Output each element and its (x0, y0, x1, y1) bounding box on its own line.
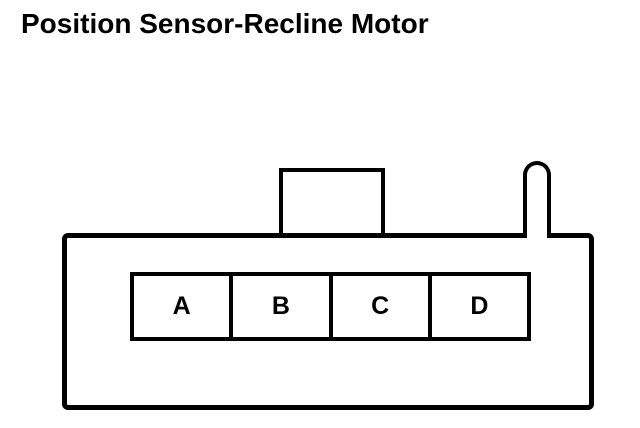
pin-cell-c: C (333, 276, 432, 337)
pin-label-d: D (470, 292, 489, 320)
diagram-title: Position Sensor-Recline Motor (21, 8, 429, 39)
pin-label-b: B (271, 292, 290, 320)
pin-cell-d: D (432, 276, 527, 337)
pin-cell-b: B (233, 276, 333, 337)
mounting-tab-outline (279, 168, 385, 234)
lock-tab-outline (523, 161, 551, 238)
pin-label-c: C (371, 292, 390, 320)
pin-cell-a: A (134, 276, 234, 337)
pin-label-a: A (172, 292, 191, 320)
pin-row: A B C D (130, 272, 531, 341)
